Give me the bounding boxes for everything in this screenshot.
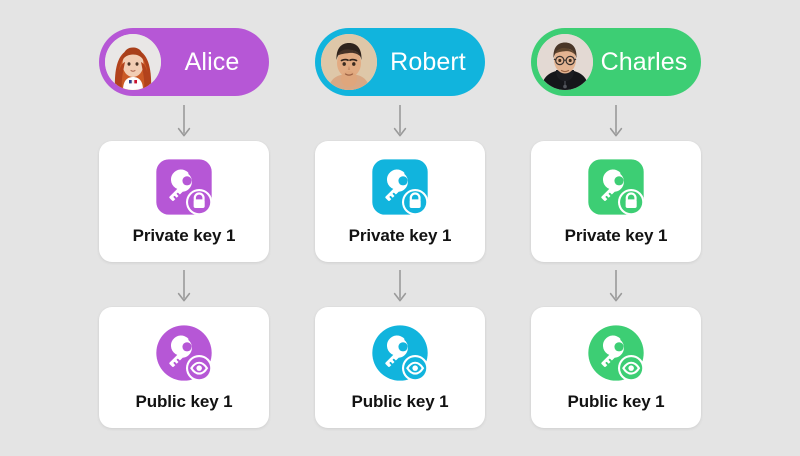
key-column-charles: Charles Private key 1 (531, 0, 701, 456)
arrow-down-icon (609, 105, 623, 139)
person-pill-robert[interactable]: Robert (315, 28, 485, 96)
avatar-alice (105, 34, 161, 90)
public-key-label: Public key 1 (351, 392, 449, 411)
avatar-charles (537, 34, 593, 90)
arrow-down-icon (393, 270, 407, 304)
arrow-down-icon (177, 270, 191, 304)
person-name: Alice (184, 47, 240, 76)
key-column-robert: Robert Private key 1 (315, 0, 485, 456)
private-key-card[interactable]: Private key 1 (531, 141, 701, 262)
arrow-down-icon (177, 105, 191, 139)
public-key-card[interactable]: Public key 1 (99, 307, 269, 428)
private-key-card[interactable]: Private key 1 (315, 141, 485, 262)
private-key-icon (371, 158, 429, 216)
arrow-down-icon (393, 105, 407, 139)
private-key-icon (587, 158, 645, 216)
arrow-down-icon (609, 270, 623, 304)
private-key-icon (155, 158, 213, 216)
public-key-icon (371, 324, 429, 382)
public-key-icon (587, 324, 645, 382)
private-key-card[interactable]: Private key 1 (99, 141, 269, 262)
public-key-card[interactable]: Public key 1 (531, 307, 701, 428)
public-key-label: Public key 1 (135, 392, 233, 411)
private-key-label: Private key 1 (348, 226, 452, 245)
public-key-icon (155, 324, 213, 382)
avatar-robert (321, 34, 377, 90)
person-name: Charles (600, 47, 688, 76)
person-pill-alice[interactable]: Alice (99, 28, 269, 96)
key-column-alice: Alice Private key 1 (99, 0, 269, 456)
person-name: Robert (390, 47, 466, 76)
private-key-label: Private key 1 (564, 226, 668, 245)
person-pill-charles[interactable]: Charles (531, 28, 701, 96)
public-key-label: Public key 1 (567, 392, 665, 411)
public-key-card[interactable]: Public key 1 (315, 307, 485, 428)
private-key-label: Private key 1 (132, 226, 236, 245)
